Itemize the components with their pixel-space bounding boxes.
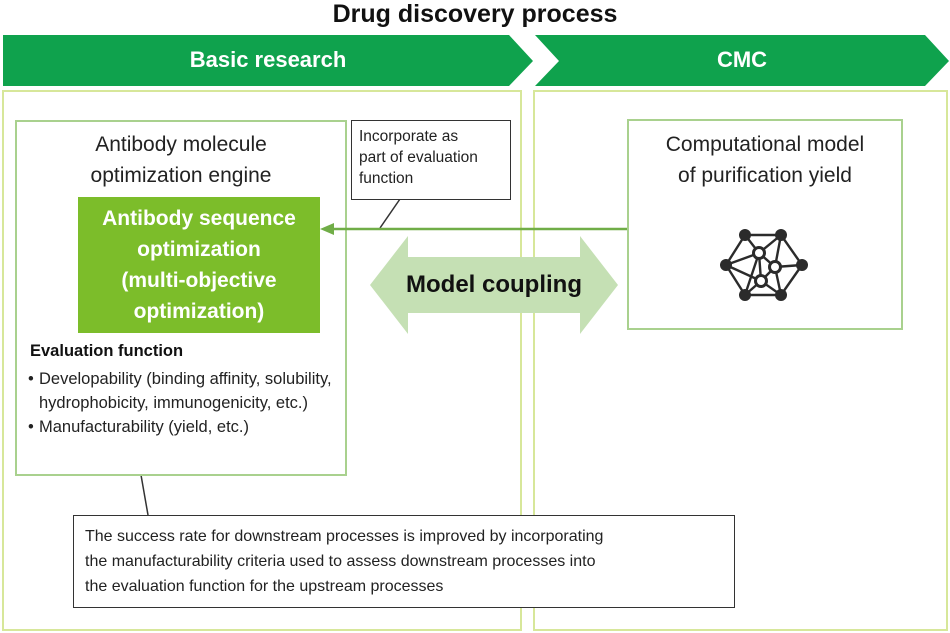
basic-research-chevron bbox=[3, 35, 533, 86]
cmc-label: CMC bbox=[716, 47, 768, 72]
neural-network-icon bbox=[720, 229, 808, 301]
incorporate-callout: Incorporate as part of evaluation functi… bbox=[351, 120, 511, 200]
engine-title-line1: Antibody molecule bbox=[95, 133, 267, 156]
evaluation-function-title: Evaluation function bbox=[30, 342, 184, 360]
optimization-line1: Antibody sequence bbox=[102, 207, 296, 230]
incorporate-line3: function bbox=[359, 170, 414, 187]
model-title-line1: Computational model bbox=[665, 133, 865, 156]
engine-title-line2: optimization engine bbox=[90, 164, 272, 187]
cmc-panel bbox=[533, 90, 948, 631]
callout-line3: the evaluation function for the upstream… bbox=[85, 578, 444, 595]
basic-research-label: Basic research bbox=[189, 47, 347, 72]
incorporate-callout-leader bbox=[379, 198, 401, 229]
optimization-line2: optimization bbox=[137, 238, 261, 261]
page-title: Drug discovery process bbox=[332, 0, 618, 28]
incorporate-line1: Incorporate as bbox=[359, 128, 459, 145]
sequence-optimization-box: Antibody sequence optimization (multi-ob… bbox=[78, 197, 320, 333]
callout-line1: The success rate for downstream processe… bbox=[85, 528, 604, 545]
model-title: Computational model of purification yiel… bbox=[627, 129, 903, 191]
success-rate-callout: The success rate for downstream processe… bbox=[73, 515, 735, 608]
evaluation-item-developability: Developability (binding affinity, solubi… bbox=[28, 367, 333, 415]
engine-title: Antibody molecule optimization engine bbox=[15, 129, 347, 191]
phase-arrows bbox=[3, 35, 949, 86]
model-coupling-arrow bbox=[370, 236, 618, 334]
evaluation-function-list: Developability (binding affinity, solubi… bbox=[28, 367, 333, 439]
optimization-line4: optimization) bbox=[133, 300, 265, 323]
model-coupling-label: Model coupling bbox=[406, 271, 582, 298]
callout-line2: the manufacturability criteria used to a… bbox=[85, 553, 596, 570]
bottom-callout-leader bbox=[140, 474, 149, 516]
model-title-line2: of purification yield bbox=[678, 164, 852, 187]
yield-model-connector-arrowhead bbox=[320, 223, 334, 235]
basic-research-panel bbox=[2, 90, 522, 631]
evaluation-item-manufacturability: Manufacturability (yield, etc.) bbox=[28, 415, 333, 439]
cmc-chevron bbox=[535, 35, 949, 86]
optimization-line3: (multi-objective bbox=[121, 269, 277, 292]
incorporate-line2: part of evaluation bbox=[359, 149, 478, 166]
